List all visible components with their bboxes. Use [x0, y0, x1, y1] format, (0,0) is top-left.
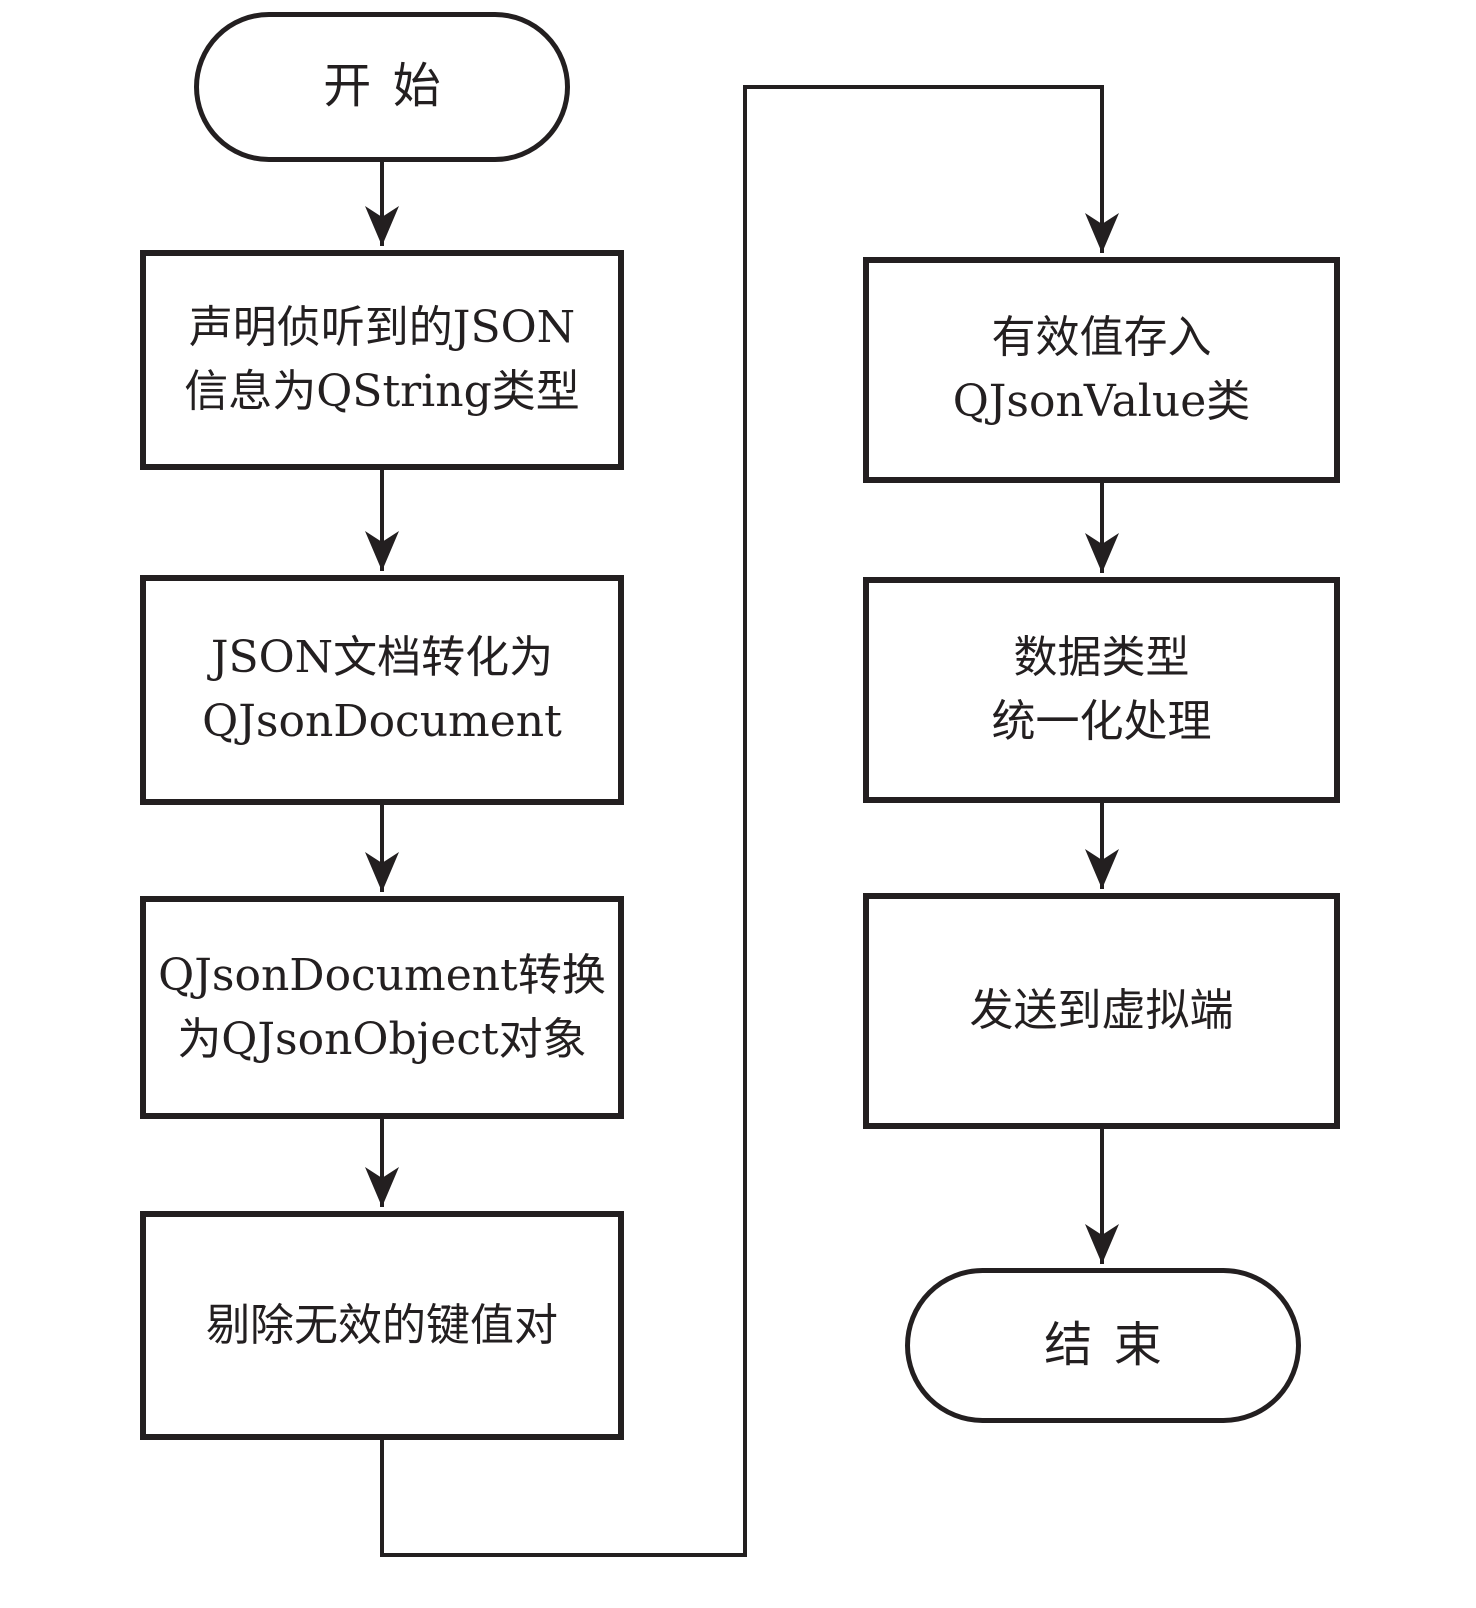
node-to-qjsonobject-label: QJsonDocument转换 为QJsonObject对象: [158, 949, 606, 1065]
node-to-qjsonobject: QJsonDocument转换 为QJsonObject对象: [140, 896, 624, 1119]
edge-removeinvalid-storeqjsonvalue-loop: [380, 85, 1119, 1557]
node-end: 结束: [905, 1268, 1301, 1423]
node-to-qjsondocument-label: JSON文档转化为 QJsonDocument: [202, 632, 562, 747]
node-start-label: 开始: [323, 58, 463, 115]
node-declare-qstring: 声明侦听到的JSON 信息为QString类型: [140, 250, 624, 470]
node-remove-invalid-label: 剔除无效的键值对: [206, 1299, 558, 1351]
node-send-virtual-label: 发送到虚拟端: [969, 985, 1234, 1037]
node-remove-invalid: 剔除无效的键值对: [140, 1211, 624, 1440]
node-declare-qstring-label: 声明侦听到的JSON 信息为QString类型: [184, 302, 580, 417]
node-unify-datatype-label: 数据类型 统一化处理: [991, 632, 1212, 747]
node-end-label: 结束: [1044, 1316, 1184, 1373]
node-to-qjsondocument: JSON文档转化为 QJsonDocument: [140, 575, 624, 805]
node-start: 开始: [194, 12, 570, 162]
node-unify-datatype: 数据类型 统一化处理: [863, 577, 1340, 803]
node-store-qjsonvalue-label: 有效值存入 QJsonValue类: [952, 312, 1251, 427]
node-send-virtual: 发送到虚拟端: [863, 893, 1340, 1129]
node-store-qjsonvalue: 有效值存入 QJsonValue类: [863, 257, 1340, 483]
